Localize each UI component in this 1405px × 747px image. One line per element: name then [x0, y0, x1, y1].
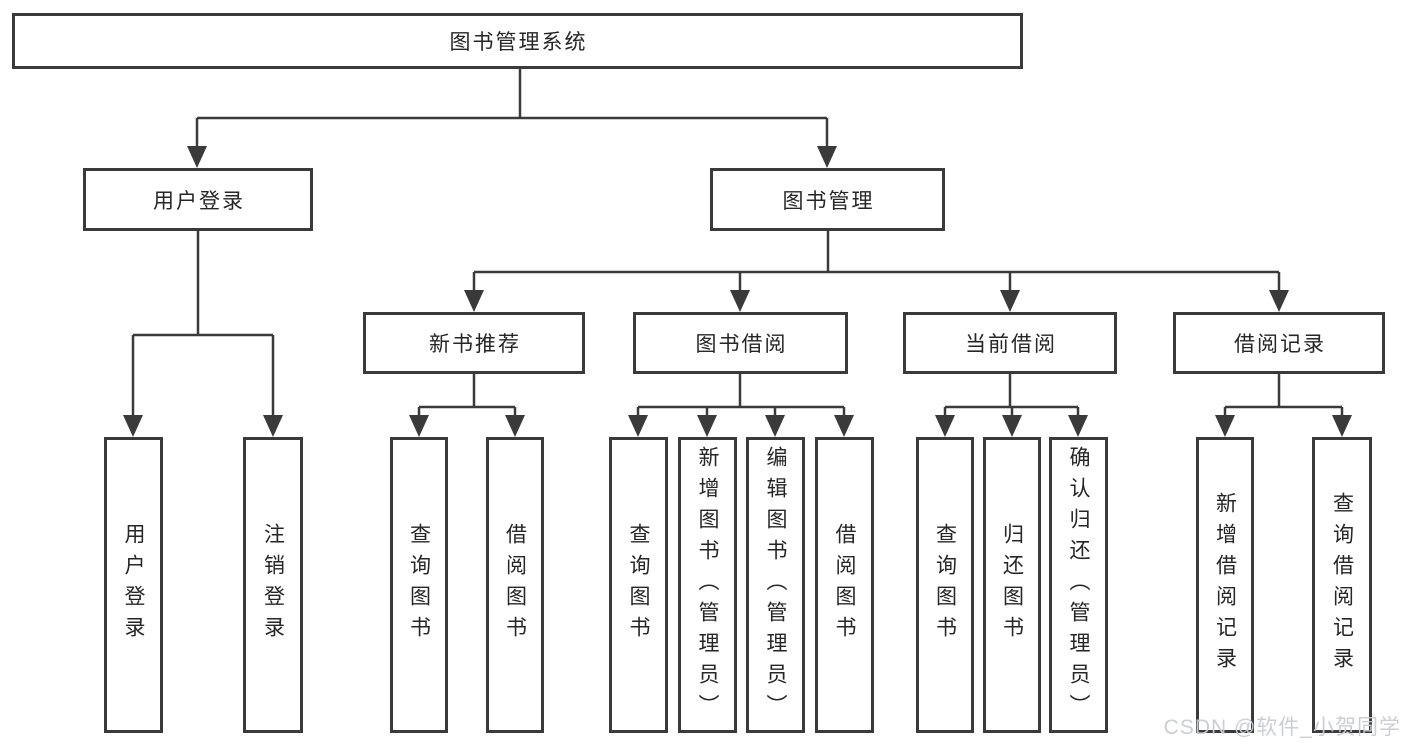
- leaf-borrow-books-recommend-label: 借阅图书: [503, 523, 527, 647]
- leaf-add-borrow-record: 新增借阅记录: [1196, 437, 1254, 733]
- leaf-confirm-return-admin: 确认归还（管理员）: [1049, 437, 1108, 733]
- leaf-query-books-current-label: 查询图书: [933, 523, 957, 647]
- leaf-query-books-borrowing: 查询图书: [609, 437, 668, 733]
- leaf-logout: 注销登录: [243, 437, 303, 733]
- leaf-edit-book-admin: 编辑图书（管理员）: [746, 437, 805, 733]
- leaf-query-borrow-record: 查询借阅记录: [1312, 437, 1372, 733]
- node-book-borrowing: 图书借阅: [633, 312, 848, 374]
- leaf-add-borrow-record-label: 新增借阅记录: [1213, 492, 1237, 678]
- leaf-logout-label: 注销登录: [261, 523, 285, 647]
- leaf-query-books-recommend: 查询图书: [390, 437, 448, 733]
- leaf-borrow-books-recommend: 借阅图书: [486, 437, 544, 733]
- leaf-return-book: 归还图书: [983, 437, 1041, 733]
- watermark: CSDN @软件_小贺同学: [1163, 716, 1401, 739]
- leaf-confirm-return-admin-label: 确认归还（管理员）: [1067, 445, 1090, 725]
- leaf-user-login: 用户登录: [104, 437, 163, 733]
- node-book-borrowing-label: 图书借阅: [695, 333, 788, 356]
- node-root: 图书管理系统: [12, 13, 1023, 69]
- node-user-login-label: 用户登录: [153, 189, 245, 213]
- node-root-label: 图书管理系统: [449, 31, 588, 54]
- leaf-edit-book-admin-label: 编辑图书（管理员）: [764, 445, 787, 725]
- leaf-borrow-books: 借阅图书: [815, 437, 874, 733]
- node-new-book-recommend: 新书推荐: [363, 312, 585, 374]
- leaf-user-login-label: 用户登录: [122, 523, 145, 647]
- leaf-add-book-admin-label: 新增图书（管理员）: [696, 445, 719, 725]
- node-user-login: 用户登录: [83, 168, 313, 231]
- leaf-query-borrow-record-label: 查询借阅记录: [1330, 492, 1354, 678]
- leaf-add-book-admin: 新增图书（管理员）: [678, 437, 737, 733]
- node-book-management-label: 图书管理: [782, 189, 875, 213]
- node-borrowing-records: 借阅记录: [1173, 312, 1385, 374]
- leaf-borrow-books-label: 借阅图书: [833, 523, 856, 647]
- node-book-management: 图书管理: [710, 168, 945, 231]
- leaf-query-books-current: 查询图书: [916, 437, 974, 733]
- node-current-borrowing: 当前借阅: [903, 312, 1117, 374]
- node-new-book-recommend-label: 新书推荐: [429, 333, 521, 356]
- leaf-query-books-borrowing-label: 查询图书: [627, 523, 650, 647]
- node-borrowing-records-label: 借阅记录: [1234, 333, 1326, 356]
- leaf-return-book-label: 归还图书: [1000, 523, 1024, 647]
- node-current-borrowing-label: 当前借阅: [965, 333, 1057, 356]
- leaf-query-books-recommend-label: 查询图书: [407, 523, 431, 647]
